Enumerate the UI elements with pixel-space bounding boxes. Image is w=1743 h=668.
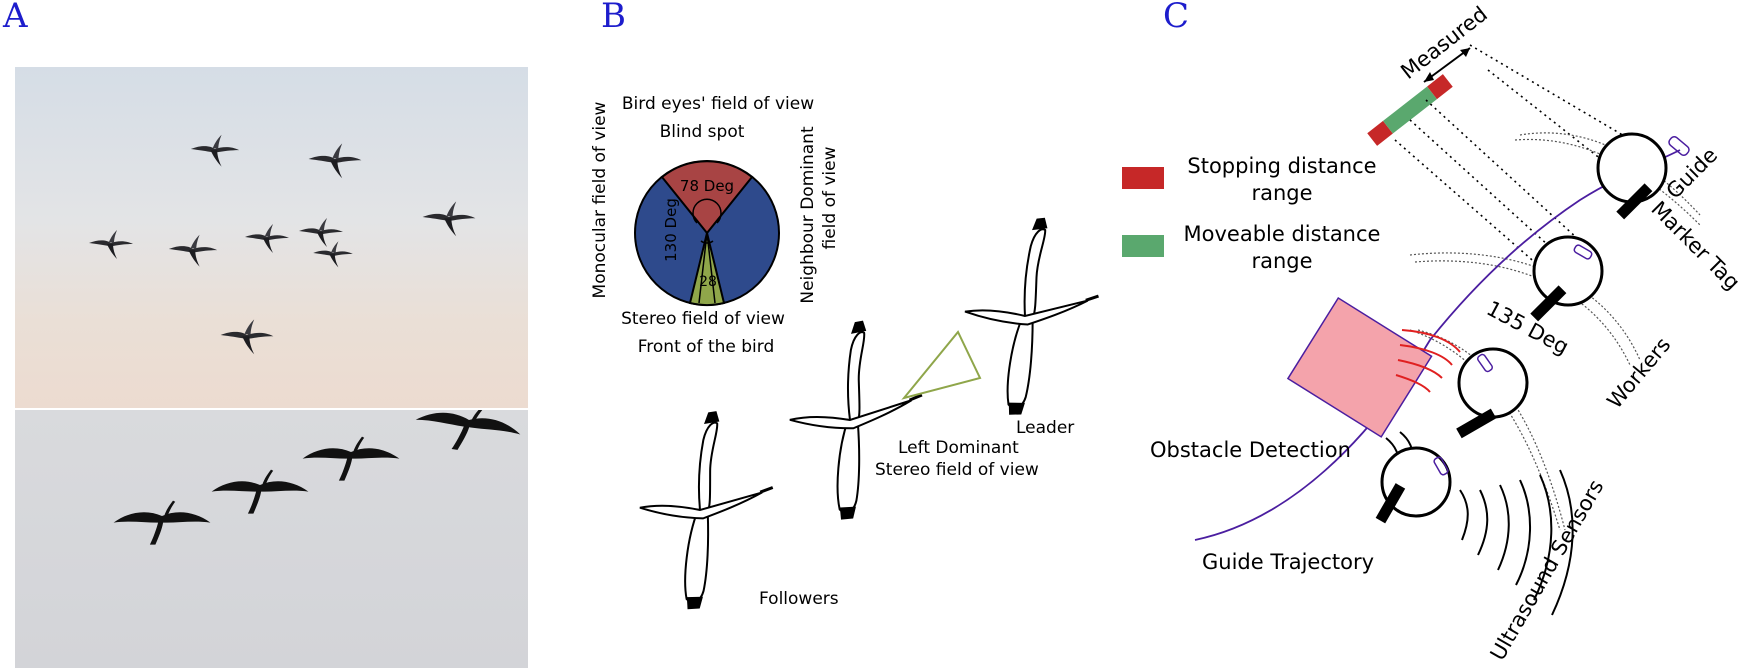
blind-spot-label: Blind spot xyxy=(660,122,745,142)
obstacle-label: Obstacle Detection xyxy=(1150,438,1351,462)
middle-bird xyxy=(781,314,929,527)
bird-flock-photo-bottom xyxy=(15,410,528,668)
marker-tag-icon xyxy=(1476,353,1494,373)
measured-label: Measured xyxy=(1396,2,1492,84)
front-label: Front of the bird xyxy=(638,337,775,357)
panel-label-a: A xyxy=(3,0,28,36)
workers-label: Workers xyxy=(1602,333,1675,413)
neighbour-label-2: field of view xyxy=(820,146,840,249)
legend-swatch-stopping xyxy=(1122,167,1164,189)
angle-arc xyxy=(692,198,722,224)
trajectory-label: Guide Trajectory xyxy=(1202,550,1374,574)
mono-angle-label: 130 Deg xyxy=(662,198,680,262)
obstacle-sensor-arcs xyxy=(1395,329,1461,393)
measured-distance-bar xyxy=(1367,74,1453,146)
legend-label-stopping-1: Stopping distance xyxy=(1187,154,1376,178)
ultrasound-arcs xyxy=(1385,431,1574,616)
left-dominant-label-2: Stereo field of view xyxy=(875,460,1039,480)
robot-worker-2 xyxy=(1456,347,1529,439)
obstacle-box xyxy=(1286,296,1433,438)
marker-tag-icon xyxy=(1573,244,1593,260)
marker-tag-icon xyxy=(1433,456,1449,476)
stereo-field-label: Stereo field of view xyxy=(621,309,785,329)
leader-label: Leader xyxy=(1016,418,1074,438)
panel-label-b: B xyxy=(601,0,626,36)
fov-title: Bird eyes' field of view xyxy=(622,94,814,114)
stereo-view-cone xyxy=(901,330,982,400)
marker-tag-label: Marker Tag xyxy=(1646,197,1743,295)
follower-bird xyxy=(628,402,782,619)
robot-worker-1 xyxy=(1530,235,1604,322)
followers-label: Followers xyxy=(759,589,839,609)
blind-spot-sector xyxy=(660,160,754,235)
projection-lines xyxy=(1394,44,1666,281)
guide-label: Guide xyxy=(1662,143,1723,204)
blind-angle-label: 78 Deg xyxy=(680,177,734,195)
marker-tag-icon xyxy=(1668,135,1690,157)
stereo-field-sector xyxy=(688,232,726,306)
robot-worker-3 xyxy=(1375,446,1452,524)
leader-bird xyxy=(950,207,1110,427)
left-dominant-label-1: Left Dominant xyxy=(898,438,1019,458)
stereo-angle-label: 28 xyxy=(699,274,717,290)
panel-label-c: C xyxy=(1163,0,1190,36)
bird-flock-photo-top xyxy=(15,67,528,408)
field-of-view-pie xyxy=(634,160,780,306)
legend-label-stopping-2: range xyxy=(1251,181,1312,205)
legend-label-moveable-1: Moveable distance xyxy=(1184,222,1381,246)
legend-label-moveable-2: range xyxy=(1251,249,1312,273)
ultrasound-label: Ultrasound Sensors xyxy=(1486,476,1609,665)
neighbour-label-1: Neighbour Dominant xyxy=(798,126,818,304)
monocular-label: Monocular field of view xyxy=(590,101,610,298)
robot-guide xyxy=(1596,132,1690,220)
legend-swatch-moveable xyxy=(1122,235,1164,257)
